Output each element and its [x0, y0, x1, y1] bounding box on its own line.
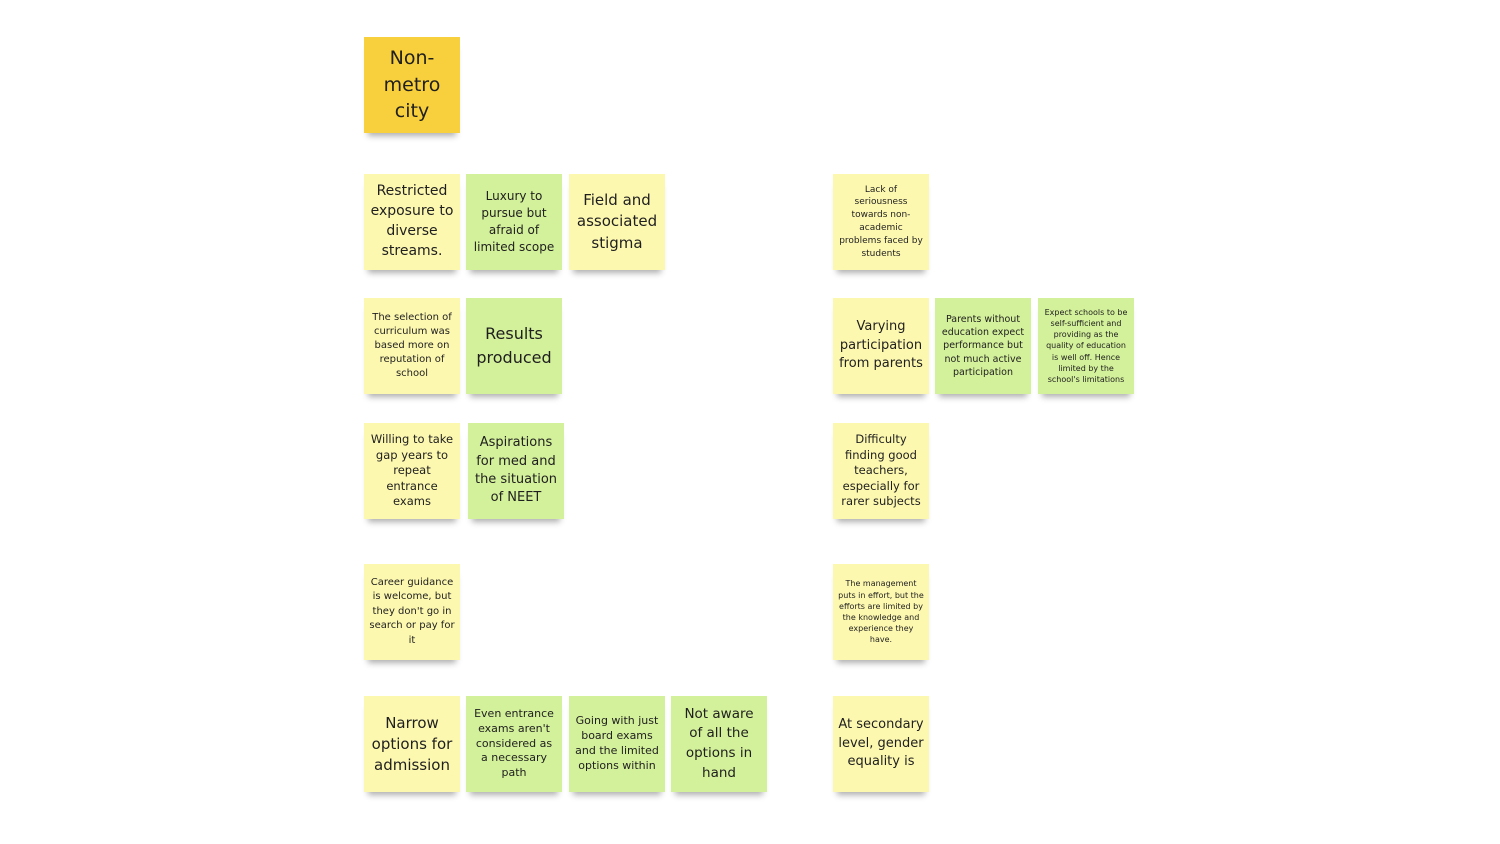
note-expect-schools[interactable]: Expect schools to be self-sufficient and… — [1038, 298, 1134, 394]
note-parents-without-education[interactable]: Parents without education expect perform… — [935, 298, 1031, 394]
note-text: Expect schools to be self-sufficient and… — [1044, 307, 1128, 384]
note-text: Lack of seriousness towards non-academic… — [839, 184, 923, 259]
note-text: Willing to take gap years to repeat entr… — [370, 431, 454, 509]
note-restricted-exposure[interactable]: Restricted exposure to diverse streams. — [364, 174, 460, 270]
note-text: Varying participation from parents — [839, 319, 923, 372]
note-aspirations-med[interactable]: Aspirations for med and the situation of… — [468, 423, 564, 519]
note-entrance-not-necessary[interactable]: Even entrance exams aren't considered as… — [466, 696, 562, 792]
note-text: Career guidance is welcome, but they don… — [369, 576, 455, 646]
note-text: The management puts in effort, but the e… — [838, 579, 924, 645]
note-text: The selection of curriculum was based mo… — [372, 311, 452, 380]
note-luxury-to-pursue[interactable]: Luxury to pursue but afraid of limited s… — [466, 174, 562, 270]
note-field-stigma[interactable]: Field and associated stigma — [569, 174, 665, 270]
note-text: Field and associated stigma — [576, 191, 658, 252]
note-curriculum-selection[interactable]: The selection of curriculum was based mo… — [364, 298, 460, 394]
note-text: Even entrance exams aren't considered as… — [474, 706, 554, 780]
note-text: Aspirations for med and the situation of… — [474, 435, 558, 506]
note-text: Going with just board exams and the limi… — [575, 714, 659, 772]
note-text: Results produced — [476, 324, 552, 367]
note-text: Narrow options for admission — [371, 713, 453, 774]
note-title-non-metro-city[interactable]: Non- metro city — [364, 37, 460, 133]
note-board-exams-only[interactable]: Going with just board exams and the limi… — [569, 696, 665, 792]
note-text: Luxury to pursue but afraid of limited s… — [473, 188, 555, 255]
note-not-aware-options[interactable]: Not aware of all the options in hand — [671, 696, 767, 792]
note-gap-years[interactable]: Willing to take gap years to repeat entr… — [364, 423, 460, 519]
note-text: Difficulty finding good teachers, especi… — [841, 431, 921, 509]
note-narrow-options[interactable]: Narrow options for admission — [364, 696, 460, 792]
note-text: At secondary level, gender equality is — [838, 717, 924, 770]
note-varying-participation[interactable]: Varying participation from parents — [833, 298, 929, 394]
note-management-effort[interactable]: The management puts in effort, but the e… — [833, 564, 929, 660]
note-text: Restricted exposure to diverse streams. — [370, 183, 454, 259]
note-text: Non- metro city — [383, 47, 441, 123]
note-career-guidance[interactable]: Career guidance is welcome, but they don… — [364, 564, 460, 660]
note-lack-of-seriousness[interactable]: Lack of seriousness towards non-academic… — [833, 174, 929, 270]
note-results-produced[interactable]: Results produced — [466, 298, 562, 394]
note-text: Parents without education expect perform… — [941, 314, 1025, 378]
note-text: Not aware of all the options in hand — [684, 705, 754, 781]
note-difficulty-teachers[interactable]: Difficulty finding good teachers, especi… — [833, 423, 929, 519]
note-gender-equality[interactable]: At secondary level, gender equality is — [833, 696, 929, 792]
